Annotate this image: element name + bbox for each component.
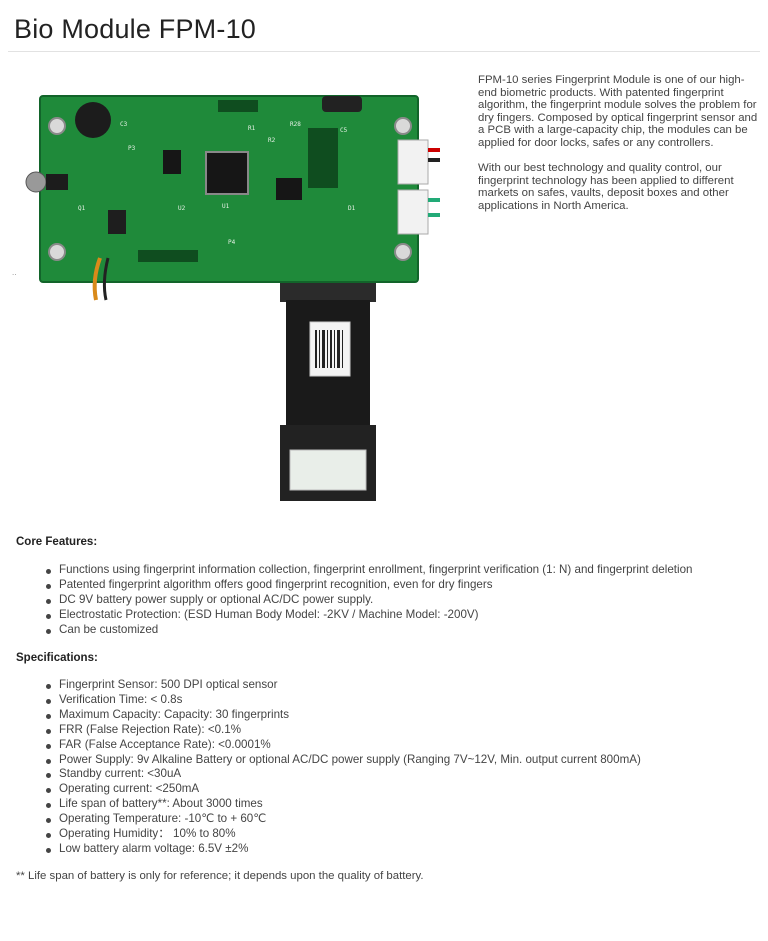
specifications-heading: Specifications:	[16, 652, 98, 664]
list-item: Electrostatic Protection: (ESD Human Bod…	[46, 608, 692, 623]
svg-text:R28: R28	[290, 121, 301, 128]
led-base	[46, 174, 68, 190]
core-features-heading: Core Features:	[16, 536, 98, 548]
list-item: Operating Temperature: -10℃ to + 60℃	[46, 812, 641, 827]
svg-text:C3: C3	[120, 121, 128, 128]
list-item: Maximum Capacity: Capacity: 30 fingerpri…	[46, 708, 641, 723]
svg-text:R1: R1	[248, 125, 256, 132]
mounting-holes	[48, 117, 412, 261]
svg-text:P3: P3	[128, 145, 136, 152]
small-chip	[163, 150, 181, 174]
svg-text:R2: R2	[268, 137, 276, 144]
list-item: Patented fingerprint algorithm offers go…	[46, 578, 692, 593]
list-item: Can be customized	[46, 623, 692, 638]
battery-footnote: ** Life span of battery is only for refe…	[16, 870, 424, 882]
secondary-chip	[276, 178, 302, 200]
list-item: DC 9V battery power supply or optional A…	[46, 593, 692, 608]
page-title: Bio Module FPM-10	[14, 14, 256, 44]
sensor-connector	[280, 280, 376, 302]
title-divider	[8, 51, 760, 52]
sensor-window	[289, 449, 367, 491]
intro-paragraph-1: FPM-10 series Fingerprint Module is one …	[478, 74, 758, 149]
svg-text:Q1: Q1	[78, 205, 86, 212]
list-item: Power Supply: 9v Alkaline Battery or opt…	[46, 753, 641, 768]
main-chip	[205, 151, 249, 195]
capacitor	[322, 96, 362, 112]
list-item: Low battery alarm voltage: 6.5V ±2%	[46, 842, 641, 857]
list-item: Functions using fingerprint information …	[46, 563, 692, 578]
side-connectors	[397, 139, 429, 235]
intro-paragraph-2: With our best technology and quality con…	[478, 162, 734, 212]
list-item: Life span of battery**: About 3000 times	[46, 797, 641, 812]
list-item: FRR (False Rejection Rate): <0.1%	[46, 723, 641, 738]
intro-text: FPM-10 series Fingerprint Module is one …	[478, 74, 762, 225]
svg-text:C5: C5	[340, 127, 348, 134]
list-item: Operating current: <250mA	[46, 782, 641, 797]
svg-text:U1: U1	[222, 203, 230, 210]
list-item: Standby current: <30uA	[46, 767, 641, 782]
list-item: FAR (False Acceptance Rate): <0.0001%	[46, 738, 641, 753]
wires	[428, 148, 440, 217]
list-item: Fingerprint Sensor: 500 DPI optical sens…	[46, 678, 641, 693]
buzzer	[75, 102, 111, 138]
pin-headers	[138, 100, 338, 262]
svg-text:D1: D1	[348, 205, 356, 212]
svg-text:P4: P4	[228, 239, 236, 246]
core-features-list: Functions using fingerprint information …	[46, 563, 692, 638]
svg-text:U2: U2	[178, 205, 186, 212]
list-item: Operating Humidity： 10% to 80%	[46, 827, 641, 842]
ic-left	[108, 210, 126, 234]
orange-wires	[92, 257, 102, 301]
led	[25, 171, 47, 193]
list-item: Verification Time: < 0.8s	[46, 693, 641, 708]
barcode-lines	[315, 330, 343, 368]
specifications-list: Fingerprint Sensor: 500 DPI optical sens…	[46, 678, 641, 857]
stray-mark: ..	[12, 268, 17, 277]
